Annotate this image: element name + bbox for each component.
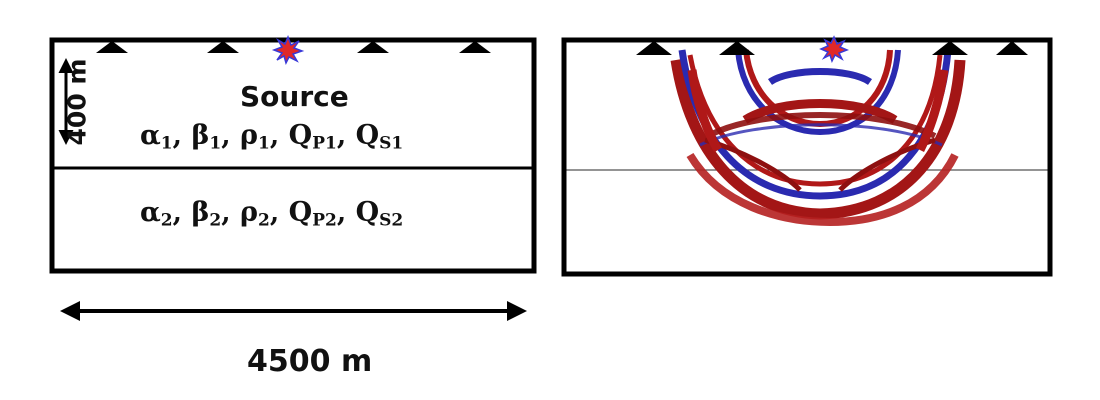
model-panel bbox=[49, 34, 537, 321]
wavefront-transmitted-red bbox=[686, 152, 959, 227]
width-label: 4500 m bbox=[247, 344, 373, 379]
wavefront-blue-arc bbox=[767, 68, 873, 86]
layer1-qp-sub: P1 bbox=[312, 133, 337, 154]
layer1-qs-sub: S1 bbox=[379, 133, 404, 154]
wavefront-reflected-red-1 bbox=[742, 99, 898, 124]
wavefield-box bbox=[561, 37, 1053, 277]
layer1-beta-sub: 1 bbox=[209, 133, 222, 154]
receiver-icon bbox=[459, 41, 491, 53]
wavefield-box-bg bbox=[564, 40, 1050, 274]
wavefront-reflected-red-2 bbox=[706, 112, 937, 139]
depth-label: 400 m bbox=[62, 58, 92, 146]
layer2-alpha: α bbox=[140, 197, 161, 228]
wavefront-red-mid bbox=[687, 54, 943, 187]
receiver-icon bbox=[96, 41, 128, 53]
source-icon bbox=[271, 34, 305, 66]
layer2-qp-sub: P2 bbox=[312, 210, 337, 231]
wavefront-edge-right bbox=[915, 69, 949, 153]
wavefront-reflected-blue bbox=[699, 123, 943, 147]
source-icon bbox=[819, 35, 850, 63]
layer1-qp: Q bbox=[288, 120, 313, 151]
source-label: Source bbox=[240, 80, 349, 113]
layer2-qs-sub: S2 bbox=[379, 210, 404, 231]
layer2-qp: Q bbox=[288, 197, 313, 228]
layer2-beta: β bbox=[191, 197, 210, 228]
layer1-alpha: α bbox=[140, 120, 161, 151]
wavefront-blue-inner bbox=[735, 49, 901, 136]
receiver-icon bbox=[996, 41, 1028, 55]
layer1-beta: β bbox=[191, 120, 210, 151]
layer1-rho-sub: 1 bbox=[258, 133, 270, 154]
receiver-icon bbox=[207, 41, 239, 53]
layer2-parameters: α2, β2, ρ2, QP2, QS2 bbox=[140, 197, 404, 231]
layer2-rho: ρ bbox=[240, 197, 258, 228]
receiver-icon bbox=[719, 41, 755, 55]
layer2-qs: Q bbox=[355, 197, 380, 228]
wavefield-panel bbox=[561, 35, 1053, 277]
layer1-alpha-sub: 1 bbox=[160, 133, 173, 154]
receiver-icon bbox=[932, 41, 968, 55]
layer2-alpha-sub: 2 bbox=[160, 210, 173, 231]
layer2-beta-sub: 2 bbox=[209, 210, 222, 231]
layer2-rho-sub: 2 bbox=[258, 210, 270, 231]
layer1-qs: Q bbox=[355, 120, 380, 151]
receiver-icon bbox=[357, 41, 389, 53]
receiver-icon bbox=[636, 41, 672, 55]
layer1-parameters: α1, β1, ρ1, QP1, QS1 bbox=[140, 120, 404, 154]
wavefront-outer-red bbox=[670, 59, 966, 220]
model-box bbox=[49, 37, 537, 274]
wavefronts bbox=[670, 49, 966, 227]
layer1-rho: ρ bbox=[240, 120, 258, 151]
wavefront-edge-left bbox=[687, 69, 722, 153]
